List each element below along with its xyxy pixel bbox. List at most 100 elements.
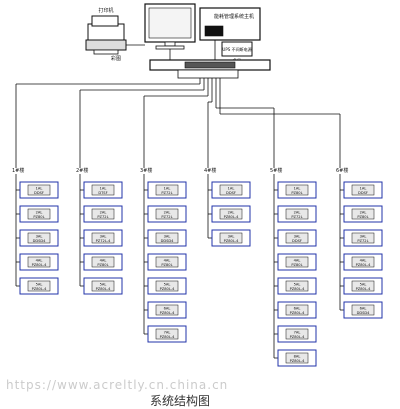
meter-id: 6AL bbox=[294, 307, 301, 311]
meter-model: PZ80L-4 bbox=[290, 359, 305, 363]
meter-model: PZ80L bbox=[161, 263, 172, 267]
meter-model: PZ80L-4 bbox=[160, 287, 175, 291]
switch-icon bbox=[149, 59, 271, 71]
meter-face bbox=[27, 232, 51, 244]
server-icon bbox=[199, 7, 261, 41]
meter-face bbox=[351, 304, 375, 316]
building-column: 5#楼1ALPZ80L2ALPZ72L3ALDDSF4ALPZ80L5ALPZ8… bbox=[270, 167, 317, 367]
meter-id: 5AL bbox=[36, 283, 43, 287]
meter-id: 5AL bbox=[100, 283, 107, 287]
meter-face bbox=[155, 280, 179, 292]
system-structure-diagram: 打印机 彩图 能耗管理系统主机 UPS 不间断电源 备用 1#楼1ALDDSF2… bbox=[12, 3, 383, 367]
meter-id: 5AL bbox=[164, 283, 171, 287]
meter-id: 3AL bbox=[228, 235, 235, 239]
meter-model: DDSF bbox=[292, 239, 302, 243]
meter-face bbox=[91, 208, 115, 220]
building-column: 2#楼1ALDTSF2ALPZ72L3ALPZ72L-44ALPZ80L5ALP… bbox=[76, 167, 123, 295]
monitor-icon bbox=[144, 3, 196, 50]
meter-face bbox=[155, 304, 179, 316]
meter-model: PZ72L bbox=[291, 215, 302, 219]
meter-id: 1AL bbox=[360, 187, 367, 191]
meter-face bbox=[285, 232, 309, 244]
meter-model: PZ72L-4 bbox=[96, 239, 111, 243]
meter-id: 3AL bbox=[164, 235, 171, 239]
meter-id: 7AL bbox=[294, 331, 301, 335]
watermark-text: https://www.acreltly.cn.china.cn bbox=[6, 378, 229, 392]
meter-face bbox=[155, 232, 179, 244]
meter-model: PZ80L-4 bbox=[224, 239, 239, 243]
meter-id: 3AL bbox=[360, 235, 367, 239]
meter-model: PZ80L bbox=[357, 215, 368, 219]
diagram-caption: 系统结构图 bbox=[150, 394, 211, 408]
meter-id: 1AL bbox=[228, 187, 235, 191]
building-title: 5#楼 bbox=[270, 167, 282, 174]
meter-id: 1AL bbox=[36, 187, 43, 191]
bus-wiring bbox=[15, 78, 341, 168]
meter-id: 3AL bbox=[294, 235, 301, 239]
meter-id: 6AL bbox=[360, 307, 367, 311]
meter-model: PZ80L-4 bbox=[96, 287, 111, 291]
meter-id: 1AL bbox=[164, 187, 171, 191]
meter-face bbox=[351, 256, 375, 268]
host-label: 能耗管理系统主机 bbox=[214, 13, 254, 20]
building-title: 3#楼 bbox=[140, 167, 152, 174]
meter-model: PZ80L-4 bbox=[32, 287, 47, 291]
meter-model: PZ80L bbox=[97, 263, 108, 267]
meter-model: DDSD4 bbox=[33, 239, 47, 243]
meter-id: 8AL bbox=[294, 355, 301, 359]
building-column: 6#楼1ALDDSF2ALPZ80L3ALPZ72L4ALPZ80L-45ALP… bbox=[336, 167, 383, 319]
meter-model: PZ80L bbox=[33, 215, 44, 219]
building-title: 4#楼 bbox=[204, 167, 216, 174]
meter-model: PZ72L bbox=[161, 191, 172, 195]
meter-model: PZ80L-4 bbox=[160, 335, 175, 339]
meter-face bbox=[285, 352, 309, 364]
meter-model: PZ80L-4 bbox=[290, 311, 305, 315]
meter-model: DTSF bbox=[98, 191, 107, 195]
meter-face bbox=[285, 328, 309, 340]
meter-face bbox=[155, 184, 179, 196]
meter-model: PZ72L bbox=[357, 239, 368, 243]
meter-model: PZ80L-4 bbox=[290, 335, 305, 339]
building-title: 2#楼 bbox=[76, 167, 88, 174]
meter-face bbox=[155, 256, 179, 268]
meter-face bbox=[351, 280, 375, 292]
ups-label: UPS 不间断电源 bbox=[222, 46, 251, 52]
meter-id: 2AL bbox=[360, 211, 367, 215]
meter-face bbox=[219, 184, 243, 196]
meter-id: 3AL bbox=[100, 235, 107, 239]
building-title: 6#楼 bbox=[336, 167, 348, 174]
meter-face bbox=[219, 208, 243, 220]
printer-sub-label: 彩图 bbox=[111, 55, 121, 62]
meter-id: 2AL bbox=[100, 211, 107, 215]
building-column: 3#楼1ALPZ72L2ALPZ72L3ALDDSD44ALPZ80L5ALPZ… bbox=[140, 167, 187, 343]
meter-model: DDSF bbox=[34, 191, 44, 195]
meter-face bbox=[27, 184, 51, 196]
meter-face bbox=[351, 208, 375, 220]
meter-model: PZ80L-4 bbox=[32, 263, 47, 267]
meter-face bbox=[285, 280, 309, 292]
meter-id: 2AL bbox=[294, 211, 301, 215]
meter-face bbox=[27, 208, 51, 220]
meter-model: PZ80L bbox=[291, 191, 302, 195]
meter-id: 3AL bbox=[36, 235, 43, 239]
meter-id: 4AL bbox=[164, 259, 171, 263]
meter-id: 5AL bbox=[360, 283, 367, 287]
meter-id: 5AL bbox=[294, 283, 301, 287]
meter-id: 7AL bbox=[164, 331, 171, 335]
meter-id: 4AL bbox=[36, 259, 43, 263]
meter-face bbox=[219, 232, 243, 244]
meter-model: PZ72L bbox=[97, 215, 108, 219]
meter-model: PZ80L-4 bbox=[224, 215, 239, 219]
meter-id: 2AL bbox=[164, 211, 171, 215]
meter-id: 6AL bbox=[164, 307, 171, 311]
meter-face bbox=[155, 208, 179, 220]
meter-face bbox=[91, 256, 115, 268]
meter-face bbox=[27, 280, 51, 292]
building-title: 1#楼 bbox=[12, 167, 24, 174]
meter-model: DDSF bbox=[226, 191, 236, 195]
meter-face bbox=[285, 256, 309, 268]
meter-face bbox=[285, 304, 309, 316]
meter-face bbox=[285, 184, 309, 196]
meter-id: 2AL bbox=[228, 211, 235, 215]
